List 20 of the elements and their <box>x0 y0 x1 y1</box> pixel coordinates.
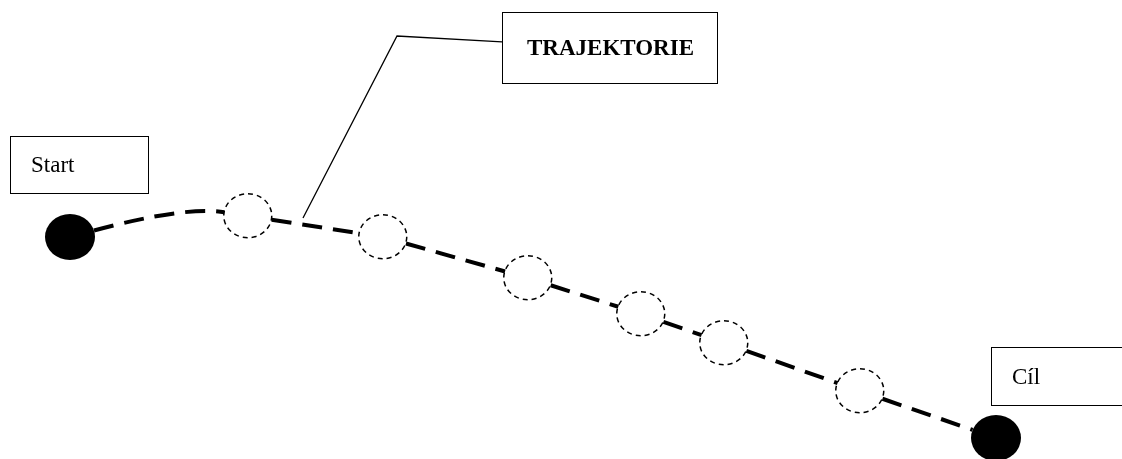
callout-box <box>502 12 718 84</box>
label-text: Cíl <box>1012 363 1041 390</box>
trajectory-line <box>93 209 225 233</box>
waypoint-circle <box>616 291 666 337</box>
trajectory-line <box>405 241 506 274</box>
label-box <box>991 347 1122 406</box>
waypoint-circle <box>835 368 885 414</box>
callout-text: TRAJEKTORIE <box>527 35 694 61</box>
trajectory-line <box>745 349 839 385</box>
waypoint-circle <box>358 214 408 260</box>
label-box <box>10 136 149 194</box>
trajectory-line <box>662 319 703 338</box>
trajectory-line <box>881 396 974 432</box>
trajectory-line <box>550 283 619 309</box>
leader-line <box>302 35 503 219</box>
waypoint-circle <box>503 255 553 301</box>
waypoint-circle <box>223 193 273 239</box>
start-dot <box>45 214 95 260</box>
label-text: Start <box>31 152 75 178</box>
waypoint-circle <box>699 320 749 366</box>
